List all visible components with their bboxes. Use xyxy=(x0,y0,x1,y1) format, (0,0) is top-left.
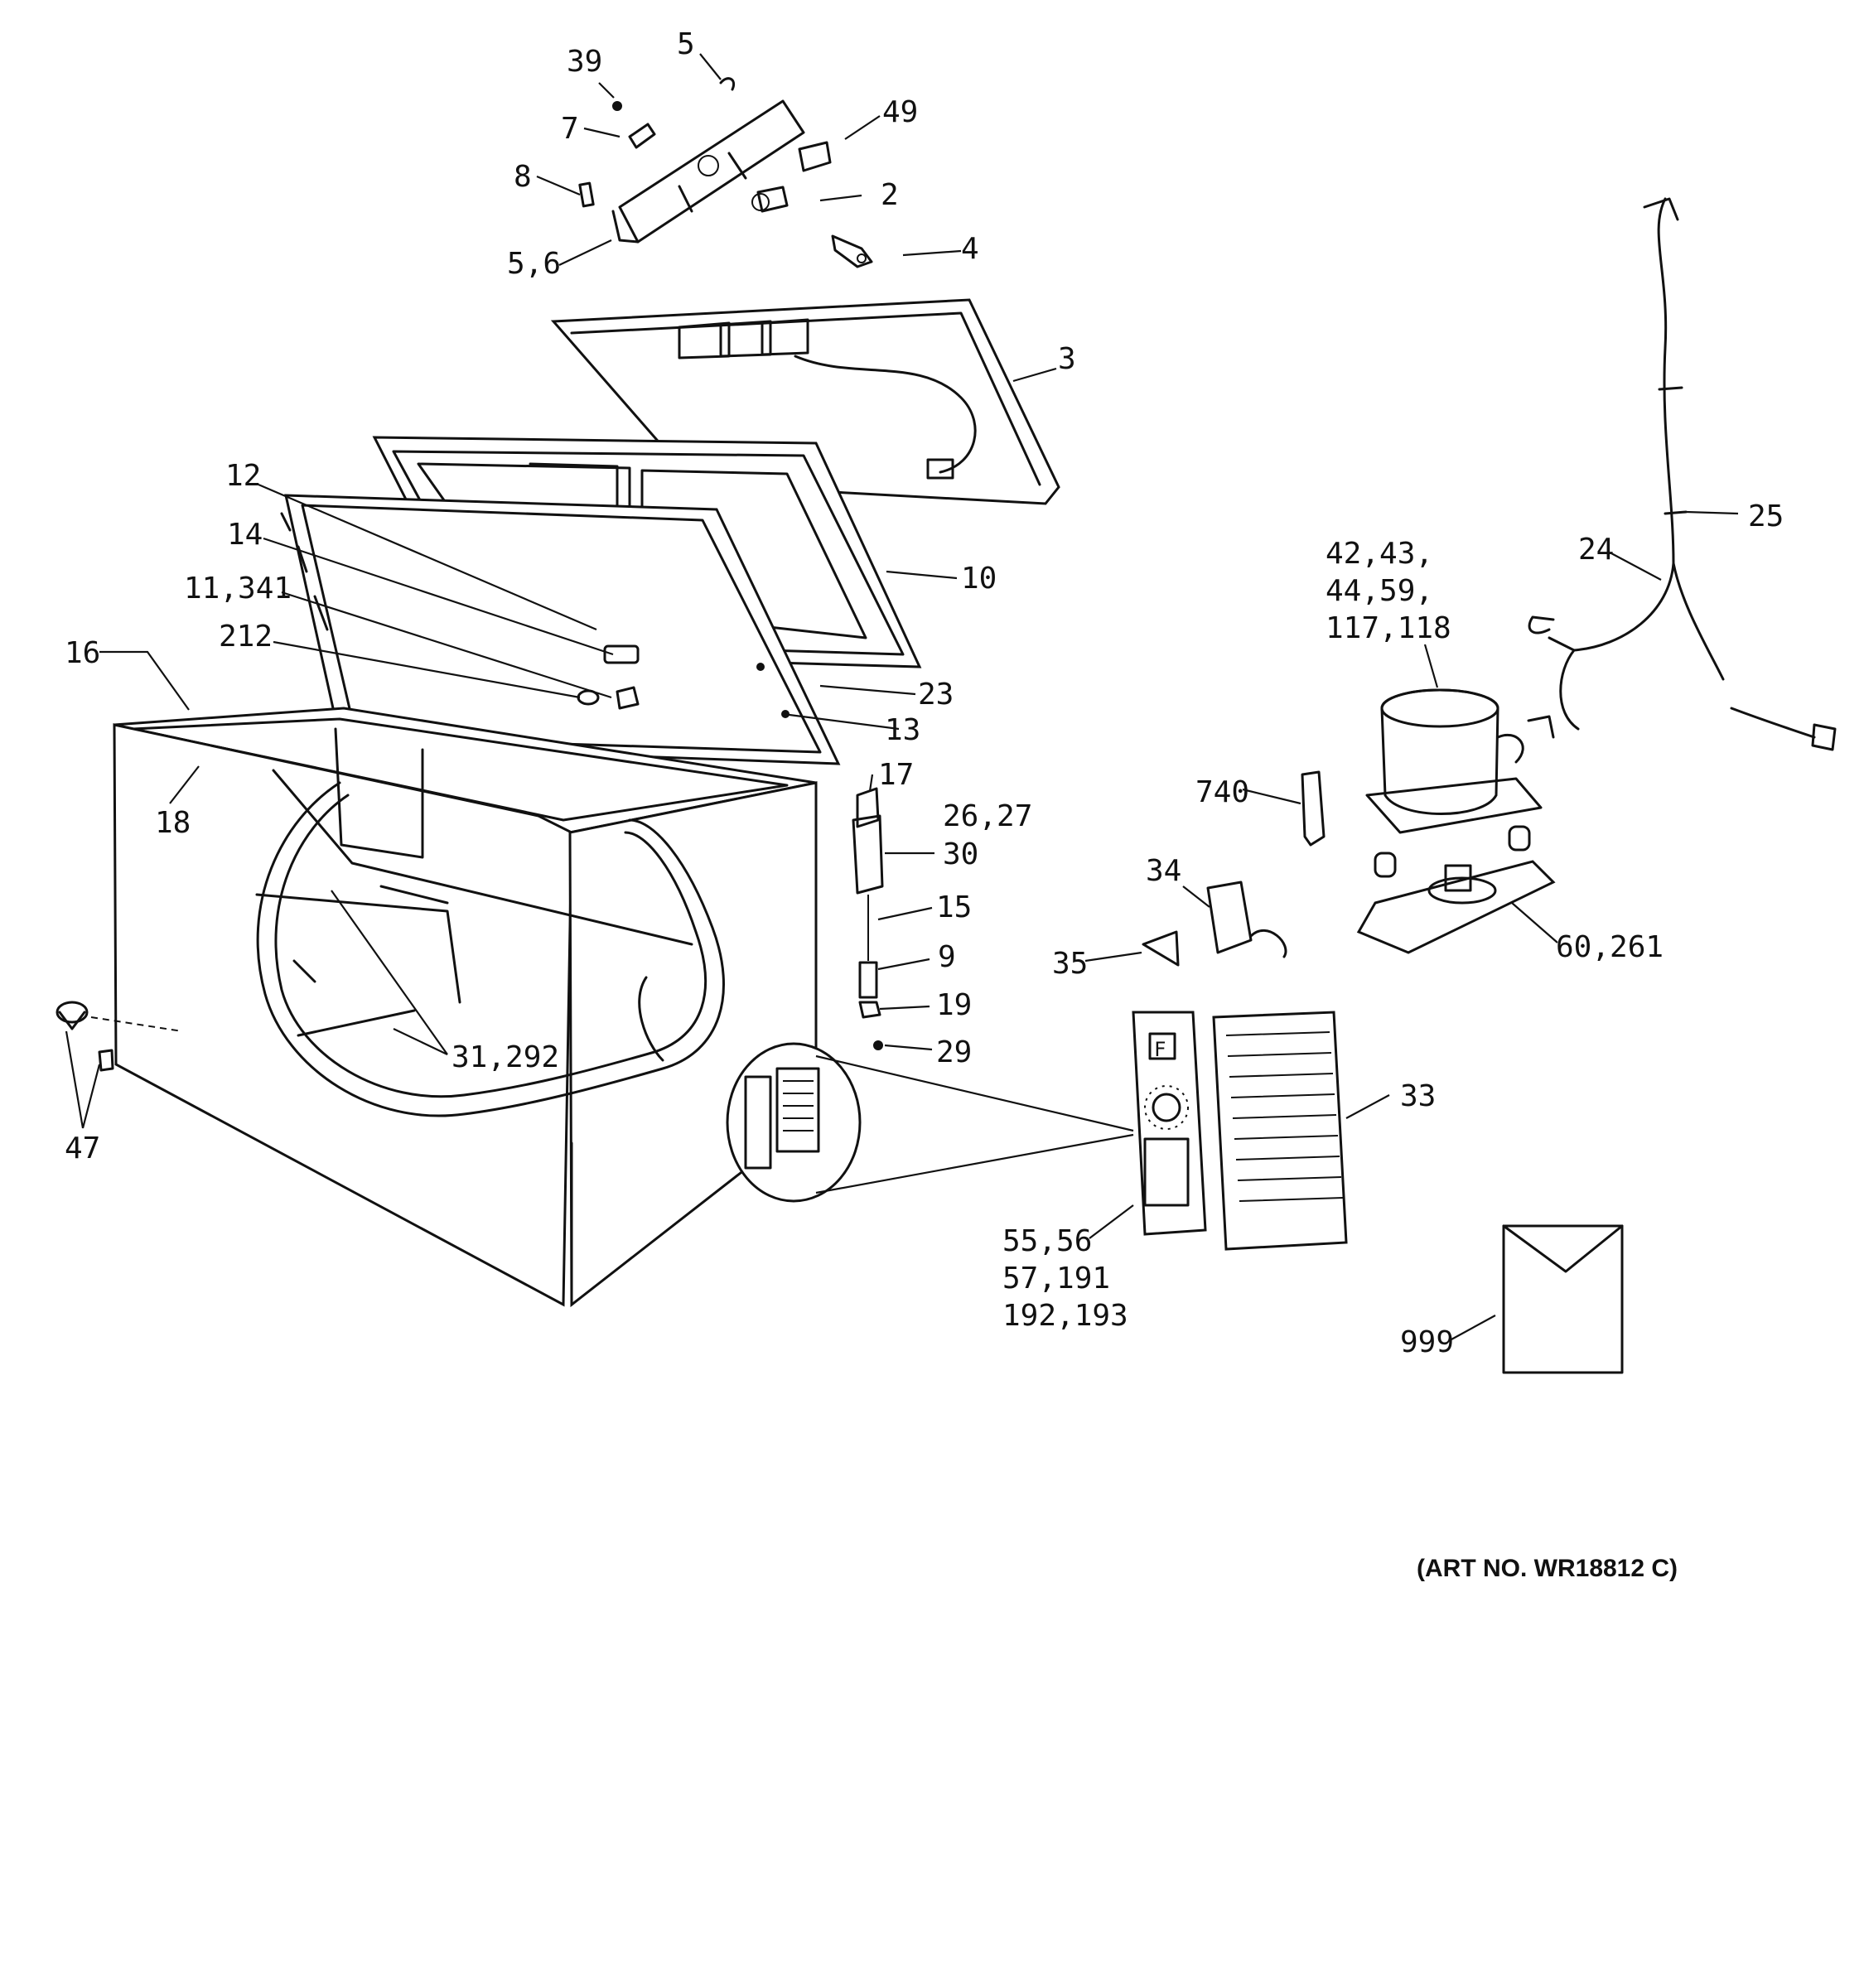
callout-42-43: 42,43, xyxy=(1326,537,1433,571)
callout-9: 9 xyxy=(938,940,956,974)
compressor xyxy=(1365,688,1555,834)
callout-117-118: 117,118 xyxy=(1326,611,1451,645)
hinge-spring-stack xyxy=(852,787,884,1050)
callout-47: 47 xyxy=(65,1132,100,1165)
leader-lines xyxy=(65,53,1739,1340)
callout-29: 29 xyxy=(936,1035,972,1069)
callout-33: 33 xyxy=(1400,1079,1436,1113)
mounting-base xyxy=(1356,825,1556,954)
callout-8: 8 xyxy=(514,160,532,194)
callout-39: 39 xyxy=(567,45,602,79)
callout-49: 49 xyxy=(882,95,918,129)
control-panel: F xyxy=(1132,1011,1207,1236)
callout-60-261: 60,261 xyxy=(1556,930,1664,964)
callout-7: 7 xyxy=(561,112,579,146)
callout-13: 13 xyxy=(885,713,920,747)
literature-envelope-icon xyxy=(1502,1224,1624,1374)
callout-14: 14 xyxy=(227,518,263,552)
callout-740: 740 xyxy=(1195,775,1249,809)
callout-55-56: 55,56 xyxy=(1002,1224,1092,1258)
callout-30: 30 xyxy=(943,837,978,871)
callout-192-193: 192,193 xyxy=(1002,1299,1128,1333)
callout-31-292: 31,292 xyxy=(452,1040,559,1074)
callout-3: 3 xyxy=(1058,342,1076,376)
callout-2: 2 xyxy=(881,178,899,212)
callout-labels: 39 5 7 49 8 2 5,6 4 3 12 14 10 11,341 21… xyxy=(65,27,1784,1359)
callout-25: 25 xyxy=(1748,499,1784,533)
callout-4: 4 xyxy=(961,232,979,266)
callout-5: 5 xyxy=(677,27,695,61)
callout-12: 12 xyxy=(225,459,261,493)
callout-19: 19 xyxy=(936,988,972,1022)
callout-24: 24 xyxy=(1578,533,1614,567)
freezer-cabinet xyxy=(56,707,818,1308)
callout-18: 18 xyxy=(155,806,191,840)
control-detail-magnifier xyxy=(726,1042,1134,1203)
callout-5-6: 5,6 xyxy=(507,247,561,281)
power-cord-harness xyxy=(1528,197,1837,751)
callout-212: 212 xyxy=(219,620,273,654)
svg-text:F: F xyxy=(1154,1038,1166,1061)
callout-11-341: 11,341 xyxy=(184,572,292,606)
lid-gasket xyxy=(280,494,841,765)
callout-10: 10 xyxy=(961,562,997,596)
callout-16: 16 xyxy=(65,636,100,670)
callout-26-27: 26,27 xyxy=(943,799,1032,833)
front-grille xyxy=(1212,1011,1348,1251)
callout-15: 15 xyxy=(936,890,972,924)
lid-bracket-assembly xyxy=(578,77,873,268)
callout-44-59: 44,59, xyxy=(1326,574,1433,608)
callout-34: 34 xyxy=(1146,854,1181,888)
callout-17: 17 xyxy=(878,758,914,792)
callout-57-191: 57,191 xyxy=(1002,1262,1110,1296)
art-number: (ART NO. WR18812 C) xyxy=(1417,1555,1678,1582)
relay-overload xyxy=(1142,770,1326,967)
callout-23: 23 xyxy=(918,678,954,712)
callout-35: 35 xyxy=(1052,947,1088,981)
callout-999: 999 xyxy=(1400,1325,1454,1359)
